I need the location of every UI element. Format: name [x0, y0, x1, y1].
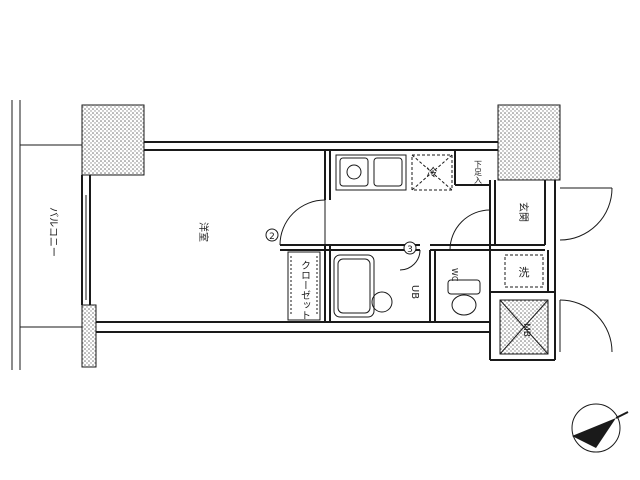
room-door-2	[279, 199, 326, 246]
balcony-railing	[11, 100, 82, 370]
door-marker-2: 2	[265, 228, 279, 242]
hall-door	[449, 209, 491, 251]
kitchen-counter	[335, 154, 407, 191]
column-top-left	[81, 104, 145, 176]
entrance-door	[559, 187, 613, 241]
toilet	[447, 279, 481, 316]
meter-box-door	[559, 299, 613, 353]
structural-columns	[81, 104, 561, 368]
western-room-label: 洋室	[197, 222, 210, 242]
meter-box	[499, 299, 549, 355]
shoe-box-label: 下足入	[474, 160, 483, 184]
toilet-bowl-icon	[451, 294, 477, 316]
fridge-label: 冷	[427, 166, 438, 179]
bath-door-3	[399, 249, 421, 271]
toilet-tank-icon	[447, 279, 481, 295]
exterior-walls	[81, 141, 498, 333]
column-bottom-left	[81, 304, 97, 368]
wc-label: WC	[450, 268, 459, 282]
sink-icon	[373, 157, 403, 187]
washbasin-icon	[371, 291, 393, 313]
unit-bath-label: UB	[409, 285, 420, 299]
entrance-label: 玄関	[517, 202, 530, 222]
closet	[287, 251, 321, 321]
washer-label: 洗	[519, 266, 530, 279]
closet-label: クローゼット	[299, 260, 311, 320]
fridge-space	[411, 154, 453, 191]
interior-walls	[280, 150, 556, 361]
burner-icon	[346, 164, 362, 180]
bathtub-icon	[333, 254, 375, 318]
unit-bath	[333, 254, 393, 318]
north-arrow-icon	[571, 403, 629, 453]
door-number-2: 2	[269, 232, 275, 242]
column-top-right	[497, 104, 561, 181]
balcony-label: バルコニー	[47, 207, 59, 257]
meter-box-label: MB	[521, 323, 531, 337]
door-marker-3: 3	[403, 241, 417, 255]
door-number-3: 3	[407, 245, 413, 255]
stove-icon	[339, 157, 369, 187]
